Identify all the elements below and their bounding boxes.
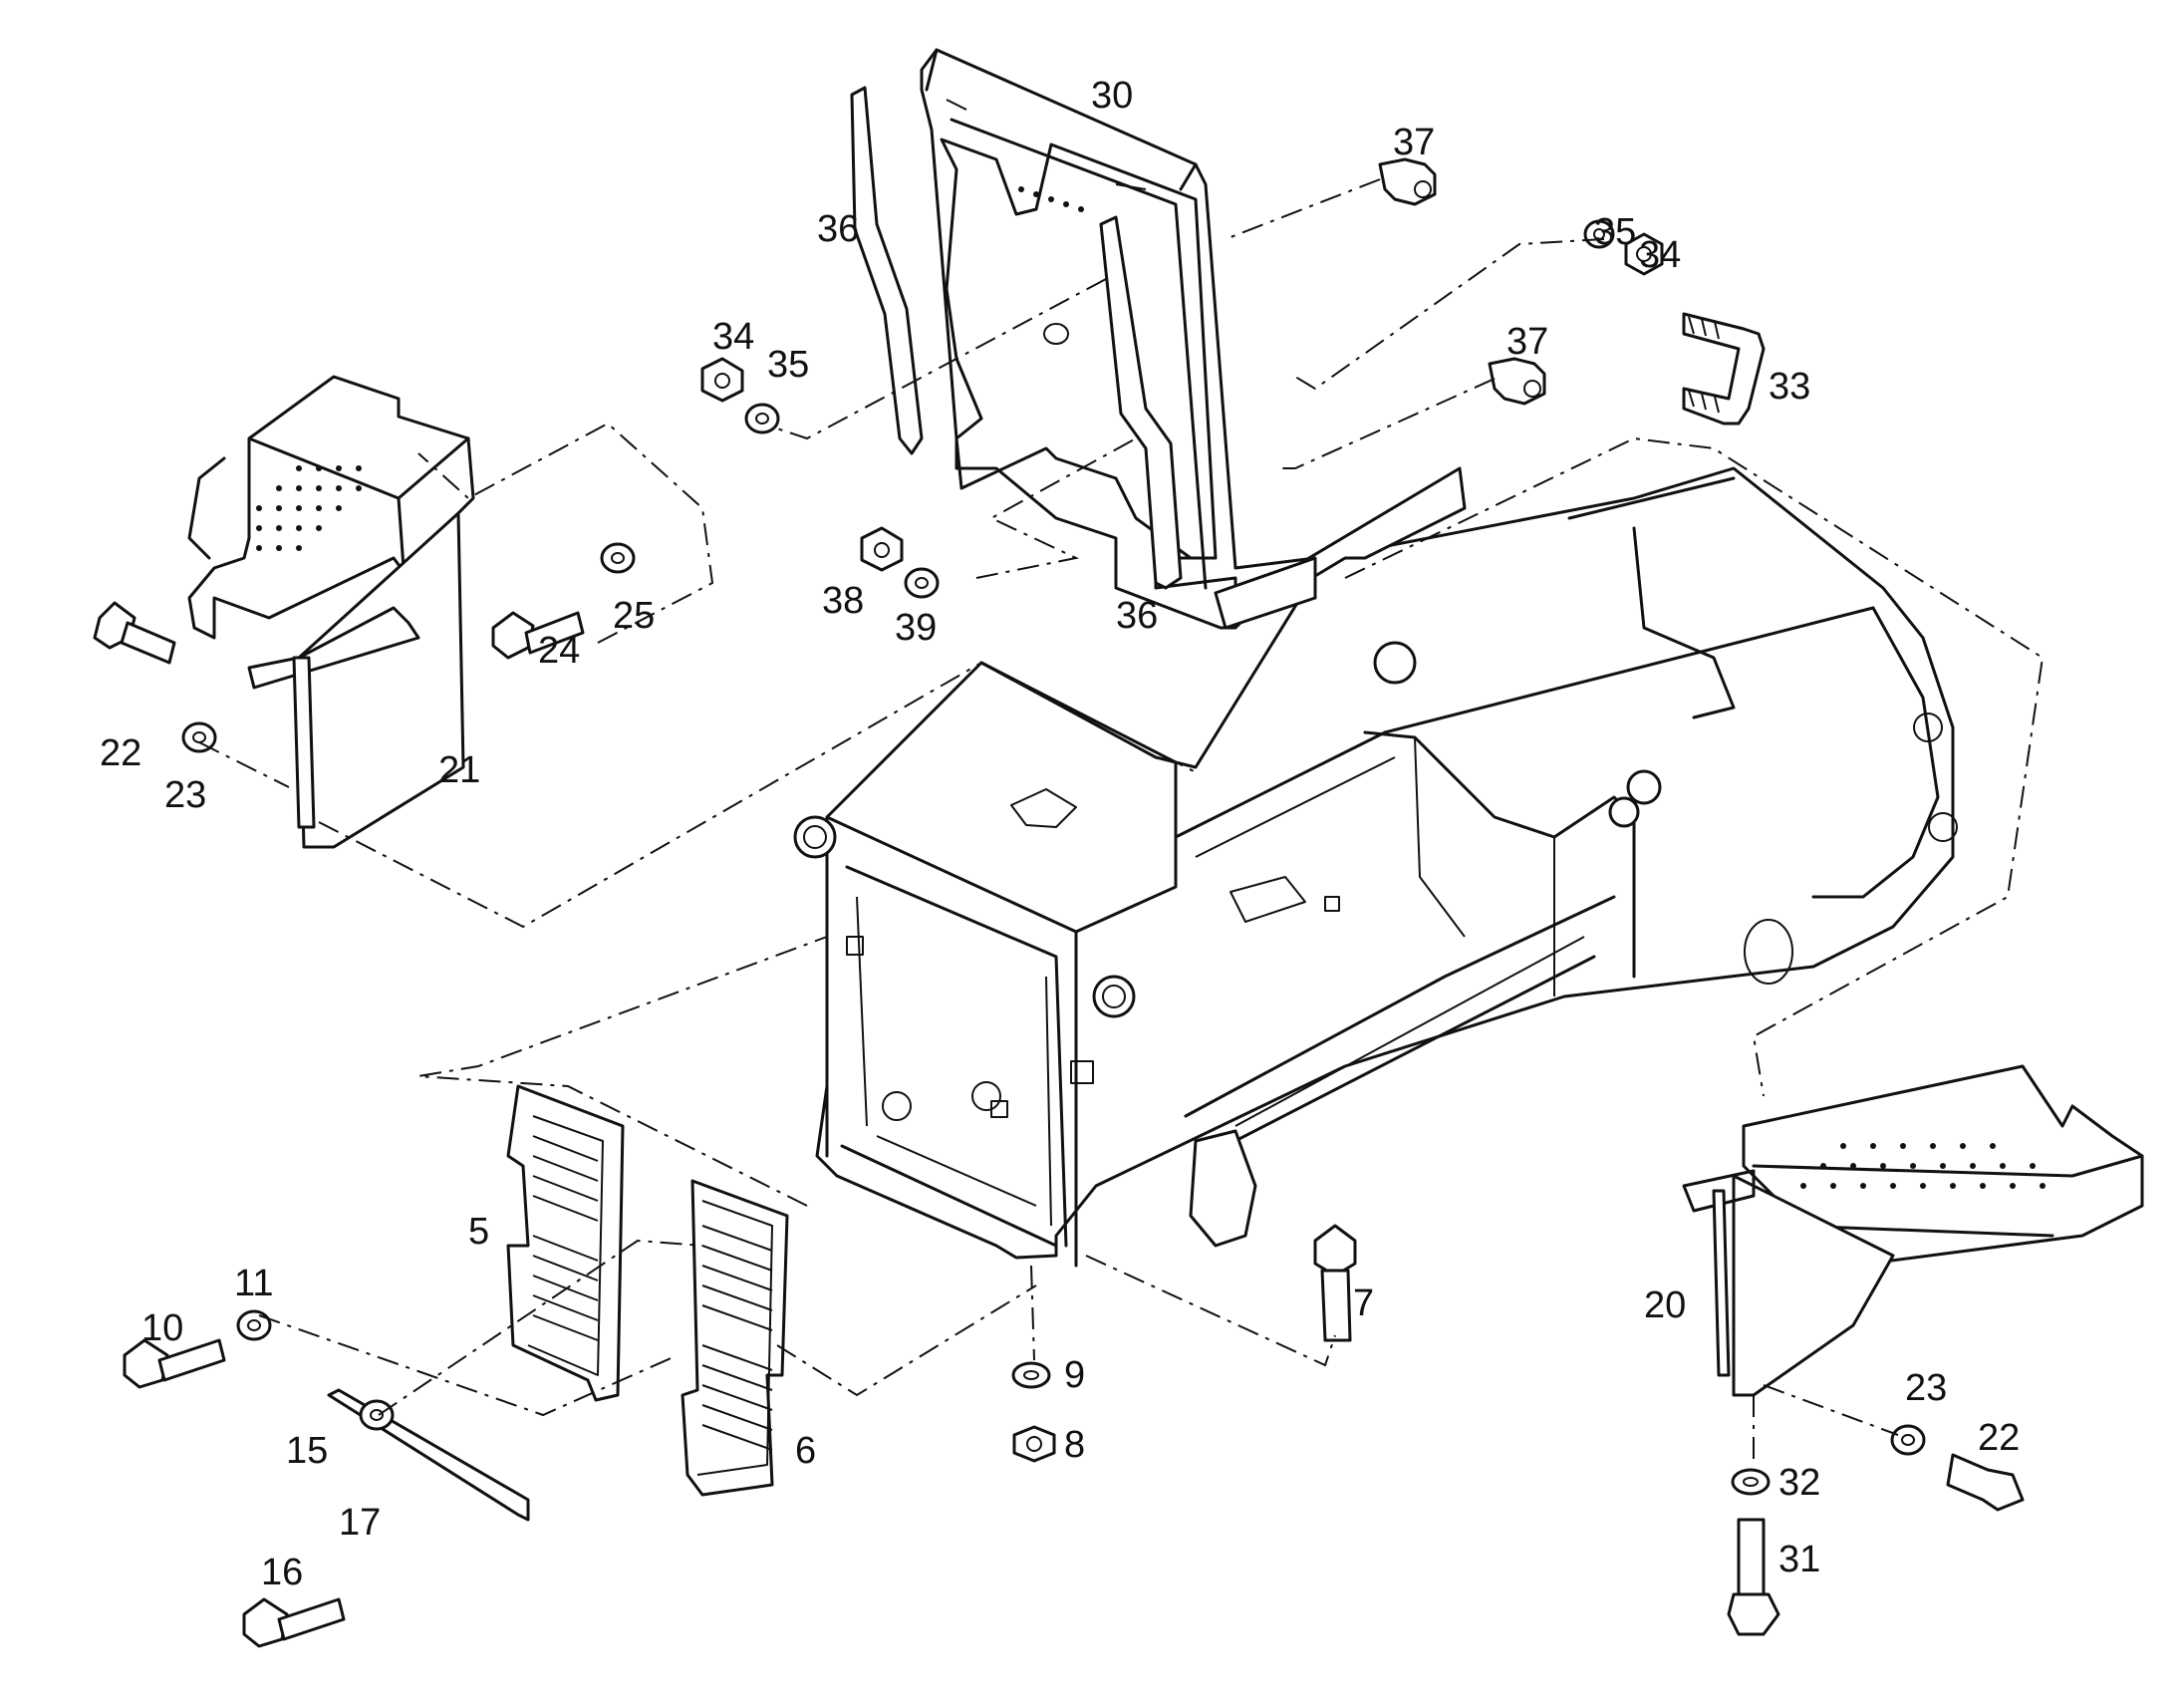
callout-20: 20 — [1644, 1284, 1686, 1326]
callout-32: 32 — [1778, 1462, 1820, 1504]
callout-15: 15 — [286, 1430, 328, 1472]
plate-6 — [681, 1179, 789, 1497]
callout-33: 33 — [1769, 366, 1810, 408]
seat-frame-assembly — [920, 48, 1467, 630]
callout-35: 35 — [1594, 211, 1636, 253]
callout-30: 30 — [1091, 75, 1133, 117]
callout-25: 25 — [613, 595, 655, 637]
callout-24: 24 — [538, 630, 580, 672]
strut-36-left — [850, 86, 924, 455]
strut-36-right — [1099, 215, 1183, 590]
bolt-icon — [93, 601, 2025, 1648]
callout-6: 6 — [795, 1430, 816, 1472]
callout-36: 36 — [1116, 595, 1158, 637]
callout-10: 10 — [141, 1307, 183, 1349]
callout-16: 16 — [261, 1552, 303, 1593]
callout-23: 23 — [164, 774, 206, 816]
callout-22: 22 — [1978, 1417, 2020, 1459]
callout-34: 34 — [712, 316, 754, 358]
u-bolt-33 — [1682, 312, 1766, 426]
callout-labels: 30 37 36 35 34 37 33 34 35 38 39 36 24 2… — [100, 75, 2020, 1593]
strip-15 — [327, 1388, 530, 1522]
callout-8: 8 — [1064, 1424, 1085, 1466]
callout-37: 37 — [1506, 321, 1548, 363]
callout-9: 9 — [1064, 1354, 1085, 1396]
callout-22: 22 — [100, 732, 141, 774]
callout-31: 31 — [1778, 1539, 1820, 1580]
leader-lines — [198, 178, 2045, 1465]
callout-17: 17 — [339, 1502, 381, 1544]
plate-5 — [506, 1084, 625, 1402]
callout-37: 37 — [1393, 122, 1435, 163]
callout-5: 5 — [468, 1211, 489, 1253]
callout-38: 38 — [822, 580, 864, 622]
callout-35: 35 — [767, 344, 809, 386]
callout-21: 21 — [438, 749, 480, 791]
washer-icon — [181, 219, 1926, 1496]
step-21 — [187, 375, 475, 849]
callout-34: 34 — [1639, 234, 1681, 276]
callout-36: 36 — [817, 208, 859, 250]
cap-nut-icon — [1378, 157, 1546, 406]
nut-icon — [700, 232, 1664, 1463]
callout-23: 23 — [1905, 1367, 1947, 1409]
step-20 — [1682, 1064, 2144, 1397]
callout-11: 11 — [234, 1263, 273, 1304]
main-frame — [793, 466, 1958, 1268]
callout-39: 39 — [895, 607, 937, 649]
callout-7: 7 — [1353, 1282, 1374, 1324]
